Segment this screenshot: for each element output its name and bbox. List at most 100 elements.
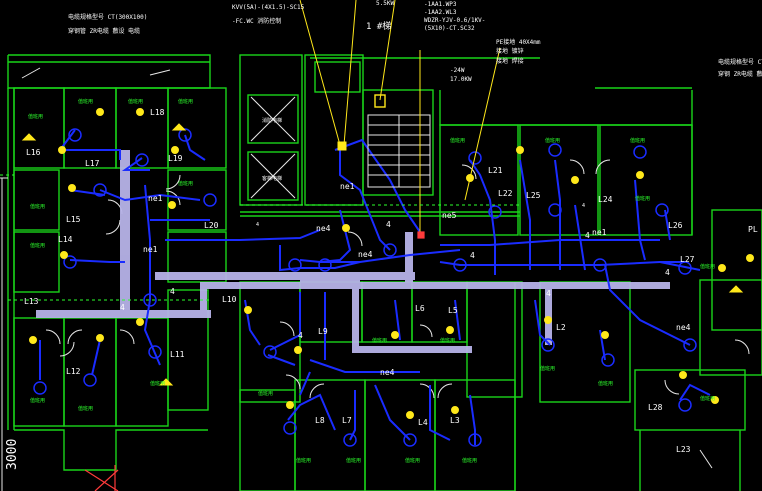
note-17kw: 17.0KW	[450, 76, 472, 83]
circuit-label: L23	[676, 445, 691, 454]
light-fixture	[488, 205, 502, 219]
net-label: 4	[470, 251, 475, 260]
room-tag: 值班用	[258, 390, 273, 397]
note-ground1: 接地 镀锌	[496, 47, 524, 55]
light-fixture	[93, 183, 107, 197]
light-fixture	[288, 258, 302, 272]
circuit-label: L13	[24, 297, 39, 306]
light-fixture	[453, 258, 467, 272]
light-fixture	[655, 203, 669, 217]
circuit-label: L25	[526, 191, 541, 200]
circuit-label: L19	[168, 154, 183, 163]
note-kvv: KVV(5A)-(4X1.5)-SC15	[232, 4, 305, 11]
light-fixture	[548, 143, 562, 157]
light-fixture	[683, 338, 697, 352]
light-fixture	[678, 398, 692, 412]
room-tag: 值班用	[178, 98, 193, 105]
note-cable-spec: 电缆规格型号 CT(300X100)	[68, 13, 147, 21]
elevator-labels: 消防电梯 客梯电梯 4 4	[256, 117, 585, 228]
circuit-label: L15	[66, 215, 81, 224]
light-fixture	[678, 261, 692, 275]
light-fixture	[403, 433, 417, 447]
note-yjv: WDZR-YJV-0.6/1KV-	[424, 17, 485, 24]
room-tag: 值班用	[150, 380, 165, 387]
circuit-label: L26	[668, 221, 683, 230]
note-cable-spec-right: 电缆规格型号 CT(3	[718, 58, 762, 66]
room-tag: 值班用	[630, 137, 645, 144]
light-fixture	[601, 353, 615, 367]
circuit-label: L10	[222, 295, 237, 304]
light-fixture	[548, 203, 562, 217]
right-edge-text: PL	[748, 225, 758, 234]
circuit-label: L14	[58, 235, 73, 244]
elevator-label: 客梯电梯	[262, 175, 282, 182]
light-fixture	[143, 293, 157, 307]
room-tag: 值班用	[540, 365, 555, 372]
room-tag: 值班用	[78, 98, 93, 105]
circuit-label: L3	[450, 416, 460, 425]
room-tag: 值班用	[405, 457, 420, 464]
light-fixture	[203, 193, 217, 207]
circuit-label: L5	[448, 306, 458, 315]
net-label: 4	[546, 289, 551, 298]
light-fixture	[148, 345, 162, 359]
room-tag: 值班用	[28, 113, 43, 120]
circuit-label: L21	[488, 166, 503, 175]
room-tag: 值班用	[296, 457, 311, 464]
net-label: ne5	[442, 211, 457, 220]
circuit-label: L16	[26, 148, 41, 157]
circuit-label: L11	[170, 350, 185, 359]
light-fixture	[135, 153, 149, 167]
room-tag: 值班用	[30, 242, 45, 249]
top-notes: 电缆规格型号 CT(300X100) KVV(5A)-(4X1.5)-SC15 …	[68, 0, 762, 83]
room-tag: 值班用	[598, 380, 613, 387]
note-wl3: -1AA2.WL3	[424, 9, 457, 16]
net-label: 4	[170, 287, 175, 296]
net-label: ne4	[676, 323, 691, 332]
room-tag: 值班用	[440, 337, 455, 344]
net-label: ne1	[148, 194, 163, 203]
net-label: ne4	[380, 368, 395, 377]
net-label: 4	[665, 268, 670, 277]
net-label: ne1	[340, 182, 355, 191]
dimension-text: 3000	[5, 439, 20, 470]
note-power: 5.5KW	[376, 0, 394, 7]
light-fixture	[468, 151, 482, 165]
room-tag: 值班用	[700, 263, 715, 270]
room-tag: 值班用	[128, 98, 143, 105]
light-fixture	[83, 373, 97, 387]
circuit-label: L9	[318, 327, 328, 336]
room-tag: 值班用	[78, 405, 93, 412]
net-label: 4	[298, 331, 303, 340]
room-tag: 值班用	[178, 180, 193, 187]
light-fixture	[263, 345, 277, 359]
circuit-label: L12	[66, 367, 81, 376]
devices	[21, 94, 754, 419]
net-label: ne4	[316, 224, 331, 233]
room-tag: 值班用	[30, 397, 45, 404]
circuit-label: L24	[598, 195, 613, 204]
circuit-label: L28	[648, 403, 663, 412]
light-fixture	[63, 255, 77, 269]
circuit-label: L27	[680, 255, 695, 264]
misc-label: 4	[582, 203, 585, 209]
note-pe: PE接地 40X4mm	[496, 38, 541, 46]
circuit-label: L18	[150, 108, 165, 117]
room-tag: 值班用	[700, 395, 715, 402]
net-labels: ne1 ne1 ne4 ne4 ne5 ne4 ne1 ne4 ne1 4 4 …	[120, 182, 691, 377]
note-zr-right: 穿钢 ZR电缆 敷设	[718, 70, 762, 78]
light-fixture	[633, 145, 647, 159]
light-fixture	[383, 243, 397, 257]
room-tags: 值班用 值班用 值班用 值班用 值班用 值班用 值班用 值班用 值班用 值班用 …	[28, 98, 715, 464]
note-ground2: 接地 焊接	[496, 57, 524, 65]
circuit-label: L4	[418, 418, 428, 427]
fixtures	[33, 128, 697, 447]
note-zr: 穿钢管 ZR电缆 敷设 电缆	[68, 27, 140, 35]
circuit-labels: L16 L17 L18 L19 L15 L20 L14 L13 L12 L11 …	[24, 108, 695, 454]
circuit-label: L7	[342, 416, 352, 425]
room-tag: 值班用	[462, 457, 477, 464]
leader-lines	[299, 0, 501, 232]
red-marks	[84, 231, 425, 491]
wiring	[39, 129, 711, 445]
light-fixture	[593, 258, 607, 272]
